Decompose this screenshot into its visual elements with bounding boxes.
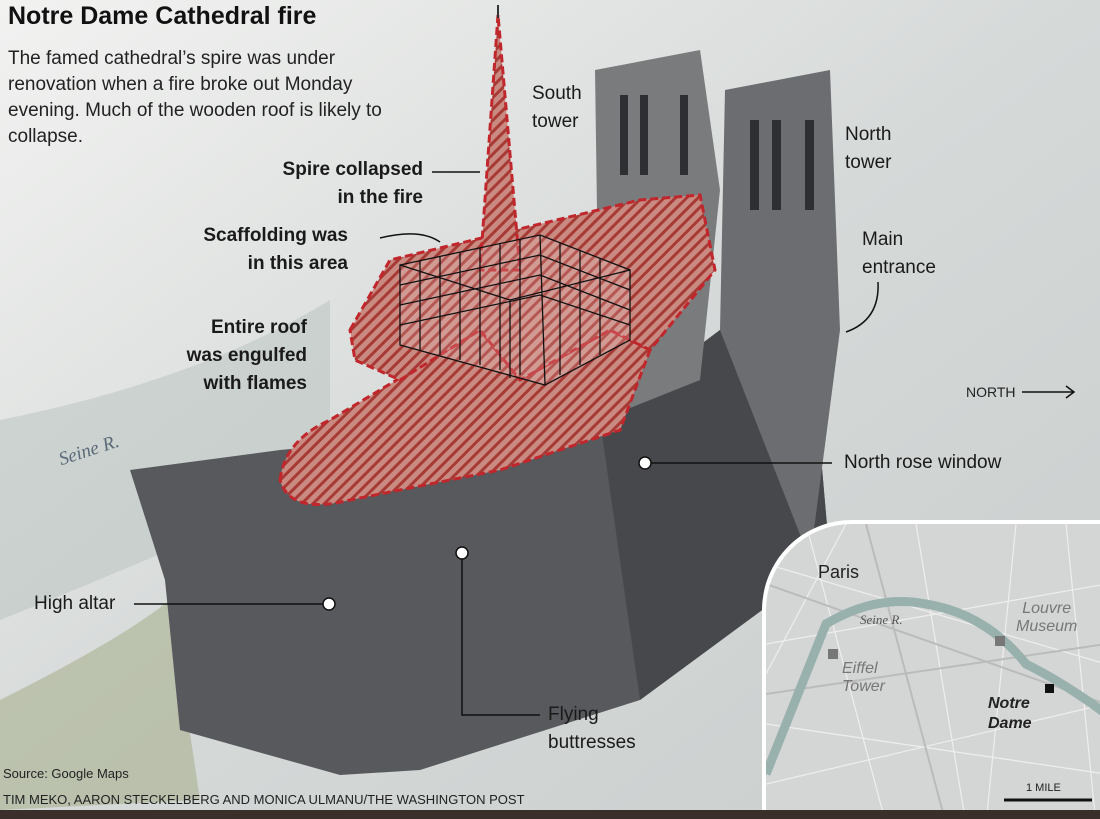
map-label-seine: Seine R. xyxy=(860,612,903,627)
north-arrow-label: NORTH xyxy=(966,384,1016,400)
seine-river xyxy=(766,597,1100,776)
label-rose-window: North rose window xyxy=(844,452,1002,473)
credit-line: TIM MEKO, AARON STECKELBERG AND MONICA U… xyxy=(3,792,525,807)
description: The famed cathedral’s spire was under re… xyxy=(8,48,382,147)
map-scale-label: 1 MILE xyxy=(1026,782,1061,794)
map-streets xyxy=(766,524,1100,810)
map-label-paris: Paris xyxy=(818,562,860,582)
bottom-bar xyxy=(0,810,1100,819)
scaffolding-grid xyxy=(399,234,631,386)
page-title: Notre Dame Cathedral fire xyxy=(8,2,317,30)
spire xyxy=(478,14,522,272)
source-note: Source: Google Maps xyxy=(3,766,129,781)
label-high-altar: High altar xyxy=(34,593,116,614)
